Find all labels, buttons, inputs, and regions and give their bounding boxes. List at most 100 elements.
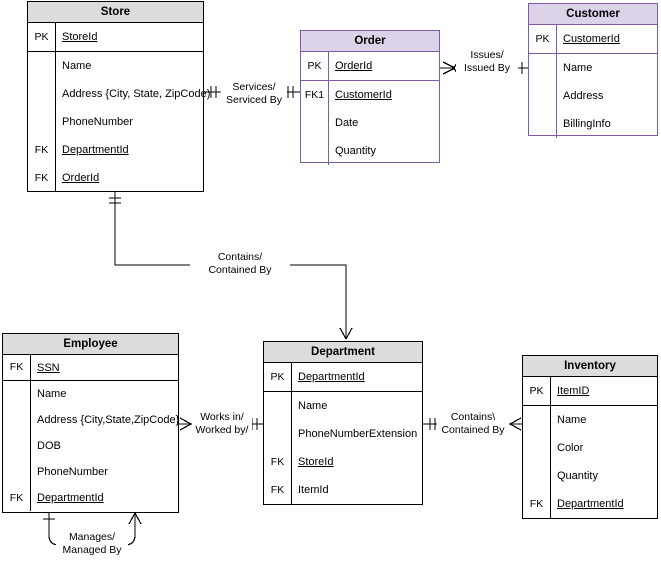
entity-inventory[interactable]: Inventory PK ItemID Name Color Quantity … (522, 355, 658, 519)
attribute-row: FK DepartmentId (3, 485, 178, 511)
entity-department-attr-block: Name PhoneNumberExtension FK StoreId FK … (264, 392, 422, 504)
attribute-key: PK (301, 52, 329, 80)
attribute-row: Color (523, 434, 657, 462)
attribute-key (3, 381, 31, 407)
attribute-key (523, 406, 551, 434)
attribute-name: Address {City, State, ZipCode) (62, 88, 211, 100)
entity-department[interactable]: Department PK DepartmentId Name PhoneNum… (263, 341, 423, 505)
attribute-row: FK SSN (3, 355, 178, 380)
attribute-key (529, 54, 557, 82)
entity-employee[interactable]: Employee FK SSN Name Address {City,State… (2, 333, 179, 513)
attribute-key: PK (529, 25, 557, 53)
attribute-name: PhoneNumber (37, 466, 108, 478)
entity-department-title: Department (264, 342, 422, 363)
attribute-key: FK (523, 490, 551, 518)
attribute-row: PK ItemID (523, 377, 657, 405)
attribute-key: PK (523, 377, 551, 405)
attribute-row: Address {City, State, ZipCode) (28, 80, 210, 108)
attribute-key (264, 392, 292, 420)
entity-inventory-title: Inventory (523, 356, 657, 377)
attribute-key: PK (264, 363, 292, 391)
attribute-name: SSN (37, 361, 60, 374)
attribute-name: PhoneNumberExtension (298, 428, 418, 440)
attribute-key: FK (28, 164, 56, 192)
attribute-row: PK OrderId (301, 52, 439, 80)
attribute-name: CustomerId (563, 33, 620, 45)
relationship-label-department-inventory: Contains\ Contained By (437, 411, 509, 437)
attribute-name: Name (62, 60, 92, 72)
attribute-name: Name (37, 388, 67, 400)
attribute-name: OrderId (62, 172, 100, 184)
entity-department-pk-block: PK DepartmentId (264, 363, 422, 392)
relationship-label-line2: Contained By (441, 424, 505, 436)
attribute-row: BillingInfo (529, 110, 657, 138)
attribute-key (28, 52, 56, 80)
attribute-row: Name (523, 406, 657, 434)
attribute-name: DOB (37, 440, 61, 452)
attribute-key: FK (28, 136, 56, 164)
relationship-label-line1: Services/ (232, 81, 276, 93)
entity-customer-attr-block: Name Address BillingInfo (529, 54, 657, 138)
entity-order[interactable]: Order PK OrderId FK1 CustomerId Date Qua… (300, 30, 440, 165)
attribute-row: FK1 CustomerId (301, 81, 439, 109)
attribute-key (264, 420, 292, 448)
entity-customer-title: Customer (529, 4, 657, 25)
attribute-name: Name (557, 414, 587, 426)
relationship-label-line2: Worked by/ (195, 424, 249, 436)
entity-store-title: Store (28, 2, 203, 23)
attribute-row: FK DepartmentId (523, 490, 657, 518)
attribute-key (28, 80, 56, 108)
relationship-label-employee-department: Works in/ Worked by/ (192, 411, 252, 437)
attribute-key: FK (264, 448, 292, 476)
entity-employee-attr-block: Name Address {City,State,ZipCode} DOB Ph… (3, 381, 179, 511)
attribute-row: Name (28, 52, 203, 80)
attribute-name: BillingInfo (563, 118, 611, 130)
entity-store-pk-block: PK StoreId (28, 23, 203, 52)
attribute-row: PK DepartmentId (264, 363, 422, 391)
attribute-key (529, 110, 557, 138)
attribute-row: PhoneNumber (28, 108, 203, 136)
relationship-label-line2: Serviced By (225, 94, 283, 106)
attribute-key (523, 434, 551, 462)
relationship-label-line1: Works in/ (200, 411, 244, 423)
attribute-key (28, 108, 56, 136)
attribute-row: Name (529, 54, 657, 82)
attribute-row: Quantity (301, 137, 439, 165)
entity-employee-pk-block: FK SSN (3, 355, 178, 381)
relationship-label-line2: Contained By (208, 264, 272, 276)
attribute-row: Quantity (523, 462, 657, 490)
attribute-name: Quantity (557, 470, 598, 482)
entity-inventory-pk-block: PK ItemID (523, 377, 657, 406)
attribute-name: ItemId (298, 484, 329, 496)
attribute-key (3, 407, 31, 433)
attribute-name: Date (335, 117, 359, 129)
attribute-key: FK (3, 355, 31, 380)
attribute-row: PhoneNumber (3, 459, 178, 485)
entity-order-pk-block: PK OrderId (301, 52, 439, 81)
entity-store[interactable]: Store PK StoreId Name Address {City, Sta… (27, 1, 210, 192)
attribute-name: StoreId (298, 456, 334, 468)
attribute-key: FK (264, 476, 292, 504)
attribute-name: PhoneNumber (62, 116, 133, 128)
attribute-name: DepartmentId (557, 498, 624, 510)
relationship-label-line2: Managed By (62, 544, 122, 556)
entity-inventory-attr-block: Name Color Quantity FK DepartmentId (523, 406, 657, 518)
attribute-name: DepartmentId (298, 371, 365, 383)
attribute-key: FK (3, 485, 31, 511)
attribute-name: CustomerId (335, 89, 392, 101)
attribute-name: DepartmentId (62, 144, 129, 156)
attribute-row: FK DepartmentId (28, 136, 203, 164)
attribute-name: ItemID (557, 385, 590, 397)
entity-order-title: Order (301, 31, 439, 52)
attribute-name: OrderId (335, 60, 373, 72)
relationship-label-store-department: Contains/ Contained By (190, 251, 290, 277)
entity-store-attr-block: Name Address {City, State, ZipCode) Phon… (28, 52, 210, 192)
attribute-row: PhoneNumberExtension (264, 420, 422, 448)
attribute-name: Color (557, 442, 584, 454)
attribute-row: FK ItemId (264, 476, 422, 504)
attribute-name: Address (563, 90, 604, 102)
attribute-key (3, 433, 31, 459)
relationship-label-line1: Contains/ (217, 251, 263, 263)
entity-customer[interactable]: Customer PK CustomerId Name Address Bill… (528, 3, 658, 138)
